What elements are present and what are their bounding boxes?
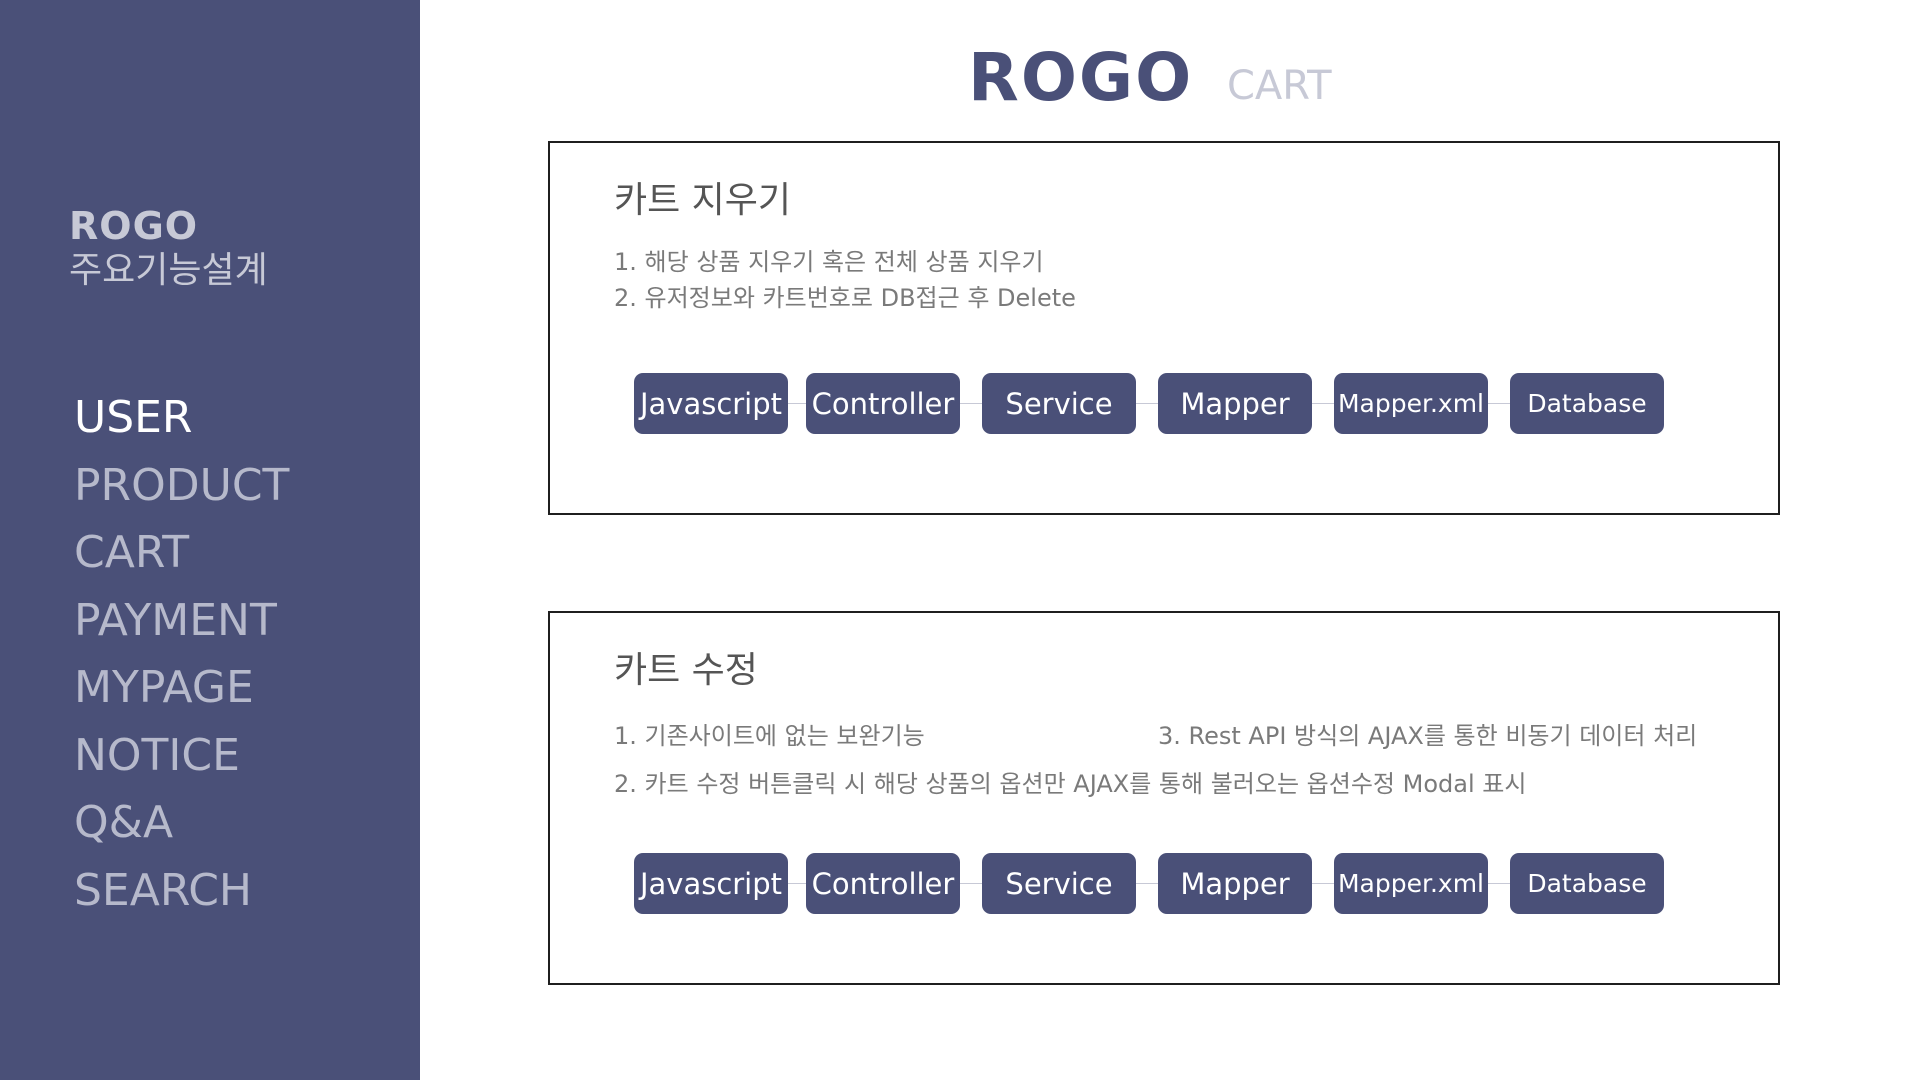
flow-node-service[interactable]: Service [982,373,1136,434]
panel-cart-delete: 카트 지우기 1. 해당 상품 지우기 혹은 전체 상품 지우기 2. 유저정보… [548,141,1780,515]
panel-title: 카트 지우기 [614,180,792,221]
sidebar-brand-subtitle: 주요기능설계 [69,249,268,291]
page-title: ROGO [968,39,1194,116]
page-section-label: CART [1227,63,1332,109]
flow-node-database[interactable]: Database [1510,373,1664,434]
flow-node-service[interactable]: Service [982,853,1136,914]
sidebar: ROGO 주요기능설계 USER PRODUCT CART PAYMENT MY… [0,0,420,1080]
flow-node-mapper-xml[interactable]: Mapper.xml [1334,853,1488,914]
nav-item-product[interactable]: PRODUCT [74,459,290,511]
flow-node-controller[interactable]: Controller [806,373,960,434]
nav-item-qna[interactable]: Q&A [74,797,174,848]
flow-node-mapper-xml[interactable]: Mapper.xml [1334,373,1488,434]
sidebar-nav: USER PRODUCT CART PAYMENT MYPAGE NOTICE … [74,390,289,930]
description-item: 1. 해당 상품 지우기 혹은 전체 상품 지우기 [614,248,1044,276]
flow-node-controller[interactable]: Controller [806,853,960,914]
flow-node-javascript[interactable]: Javascript [634,853,788,914]
nav-item-search[interactable]: SEARCH [74,864,253,916]
panel-title: 카트 수정 [614,650,758,691]
flow-node-javascript[interactable]: Javascript [634,373,788,434]
sidebar-brand: ROGO 주요기능설계 [69,204,268,293]
panel-cart-edit: 카트 수정 1. 기존사이트에 없는 보완기능 3. Rest API 방식의 … [548,611,1780,985]
nav-item-mypage[interactable]: MYPAGE [74,662,254,713]
description-item: 2. 카트 수정 버튼클릭 시 해당 상품의 옵션만 AJAX를 통해 불러오는… [614,770,1527,798]
nav-item-notice[interactable]: NOTICE [74,729,240,781]
flow-diagram: Javascript Controller Service Mapper Map… [550,143,1778,513]
nav-item-payment[interactable]: PAYMENT [74,594,277,646]
flow-node-mapper[interactable]: Mapper [1158,853,1312,914]
nav-item-cart[interactable]: CART [74,527,190,578]
nav-item-user[interactable]: USER [74,392,193,443]
description-item: 1. 기존사이트에 없는 보완기능 [614,722,925,750]
description-item: 3. Rest API 방식의 AJAX를 통한 비동기 데이터 처리 [1158,722,1698,750]
flow-node-mapper[interactable]: Mapper [1158,373,1312,434]
flow-diagram: Javascript Controller Service Mapper Map… [550,613,1778,983]
description-item: 2. 유저정보와 카트번호로 DB접근 후 Delete [614,284,1076,312]
flow-node-database[interactable]: Database [1510,853,1664,914]
sidebar-brand-logo: ROGO [69,204,199,248]
